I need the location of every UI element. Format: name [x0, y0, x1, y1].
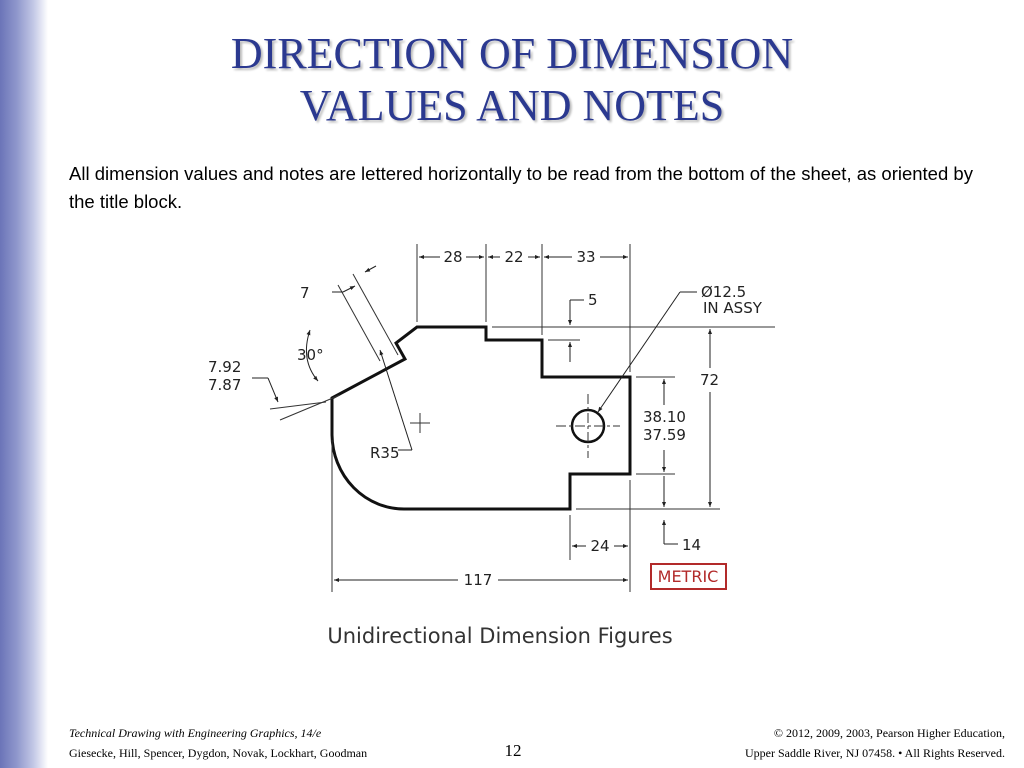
dim-30-degrees: 30° — [297, 346, 324, 364]
footer-authors: Giesecke, Hill, Spencer, Dygdon, Novak, … — [69, 746, 368, 760]
dim-hole-diameter: Ø12.5 — [701, 283, 746, 301]
slide-title-line2: VALUES AND NOTES — [299, 81, 725, 130]
dim-28: 28 — [443, 248, 462, 266]
dim-72: 72 — [700, 371, 719, 389]
dim-7-92: 7.92 — [208, 358, 241, 376]
dim-22: 22 — [504, 248, 523, 266]
slide-body-text: All dimension values and notes are lette… — [69, 163, 973, 212]
figure-caption: Unidirectional Dimension Figures — [327, 624, 672, 648]
page-number: 12 — [504, 741, 522, 760]
footer-right: © 2012, 2009, 2003, Pearson Higher Educa… — [745, 723, 1005, 763]
hole-centerlines — [556, 394, 620, 458]
footer-book-title: Technical Drawing with Engineering Graph… — [69, 726, 322, 740]
slide-title-line1: DIRECTION OF DIMENSION — [230, 29, 794, 78]
extension-lines — [269, 244, 775, 592]
dim-33: 33 — [576, 248, 595, 266]
dim-37-59: 37.59 — [643, 426, 686, 444]
part-outline — [330, 325, 632, 511]
footer-rights: Upper Saddle River, NJ 07458. • All Righ… — [744, 746, 1005, 760]
dim-14: 14 — [682, 536, 701, 554]
dim-7: 7 — [300, 284, 310, 302]
dim-38-10: 38.10 — [643, 408, 686, 426]
footer-copyright: © 2012, 2009, 2003, Pearson Higher Educa… — [773, 726, 1005, 740]
slide-title: DIRECTION OF DIMENSION VALUES AND NOTES — [60, 28, 964, 132]
dim-117: 117 — [464, 571, 493, 589]
dimension-lines — [252, 255, 712, 582]
dim-24: 24 — [590, 537, 609, 555]
metric-badge-frame — [650, 563, 727, 590]
dim-r35: R35 — [370, 444, 400, 462]
dim-7-87: 7.87 — [208, 376, 241, 394]
radius-center-mark — [410, 413, 430, 433]
dim-hole-note: IN ASSY — [703, 299, 763, 317]
footer-left: Technical Drawing with Engineering Graph… — [69, 723, 367, 763]
dim-5: 5 — [588, 291, 598, 309]
slide-sidebar-gradient — [0, 0, 48, 768]
metric-badge-label: METRIC — [658, 567, 719, 586]
